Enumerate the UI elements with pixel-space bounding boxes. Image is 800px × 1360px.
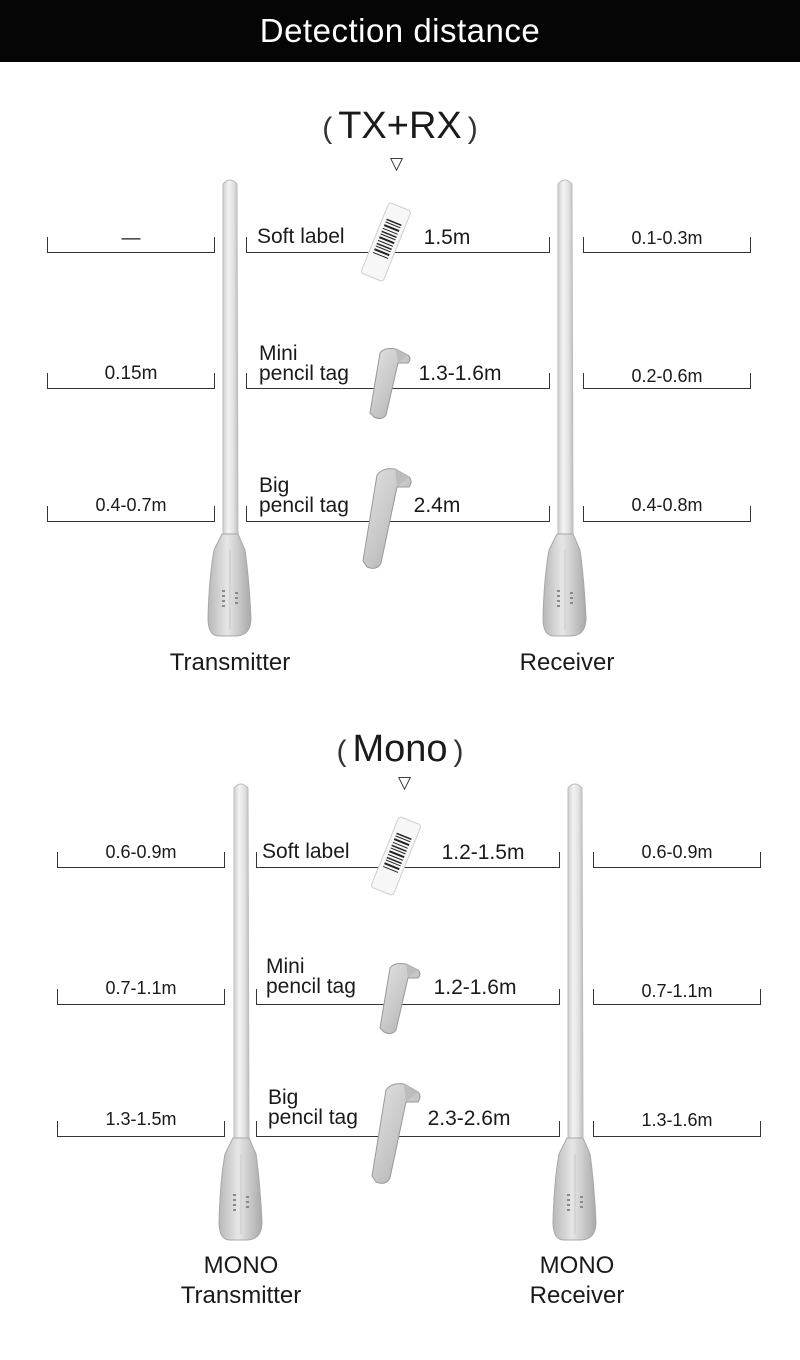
left-range-bracket: [57, 989, 225, 1005]
left-range-bracket: [47, 237, 215, 253]
left-range-value: 0.7-1.1m: [105, 978, 177, 998]
right-range-value: 0.4-0.8m: [631, 495, 703, 515]
section-tx-rx: (TX+RX) ▽ — Soft label 1.5m 0.1-0.3m 0.1…: [47, 105, 751, 676]
transmitter-antenna: [207, 179, 252, 637]
center-range-bracket: [256, 852, 560, 868]
left-range-bracket: [57, 1121, 225, 1137]
section-title: (TX+RX): [322, 105, 478, 147]
header-bar: Detection distance: [0, 0, 800, 62]
center-range-bracket: [246, 237, 550, 253]
right-range-bracket: [593, 989, 761, 1005]
left-range-value: 1.3-1.5m: [105, 1109, 177, 1129]
receiver-antenna: [542, 179, 587, 637]
center-range-value: 1.2-1.6m: [433, 976, 517, 999]
big-pencil-tag-icon: [362, 468, 412, 569]
mini-pencil-tag-icon: [369, 348, 411, 420]
tag-name: Soft label: [257, 225, 345, 248]
center-range-value: 1.2-1.5m: [441, 841, 525, 864]
right-range-bracket: [583, 506, 751, 522]
left-range-value: 0.6-0.9m: [105, 842, 177, 862]
right-range-value: 1.3-1.6m: [641, 1110, 713, 1130]
center-range-value: 1.3-1.6m: [418, 362, 502, 385]
mono-transmitter-antenna: [218, 783, 263, 1241]
transmitter-label: Transmitter: [169, 649, 291, 676]
center-range-bracket: [256, 989, 560, 1005]
center-range-value: 1.5m: [423, 226, 471, 249]
center-range-bracket: [246, 373, 550, 389]
tag-name: Big pencil tag: [259, 474, 349, 517]
left-range-bracket: [57, 852, 225, 868]
mono-receiver-label: MONO Receiver: [529, 1252, 625, 1309]
center-range-bracket: [256, 1121, 560, 1137]
mono-transmitter-label: MONO Transmitter: [180, 1252, 302, 1309]
mono-receiver-antenna: [552, 783, 597, 1241]
left-range-value: 0.4-0.7m: [95, 495, 167, 515]
left-range-bracket: [47, 506, 215, 522]
down-triangle-icon: ▽: [390, 154, 404, 173]
right-range-value: 0.1-0.3m: [631, 228, 703, 248]
right-range-value: 0.7-1.1m: [641, 981, 713, 1001]
soft-label-barcode-icon: [361, 202, 411, 282]
center-range-value: 2.4m: [413, 494, 461, 517]
right-range-value: 0.6-0.9m: [641, 842, 713, 862]
left-range-value: —: [121, 228, 141, 249]
mini-pencil-tag-icon: [379, 963, 421, 1035]
tag-name: Big pencil tag: [268, 1086, 358, 1129]
down-triangle-icon: ▽: [398, 773, 412, 792]
right-range-bracket: [583, 373, 751, 389]
header-title: Detection distance: [259, 12, 541, 49]
left-range-bracket: [47, 373, 215, 389]
tag-name: Mini pencil tag: [259, 342, 349, 385]
center-range-value: 2.3-2.6m: [427, 1107, 511, 1130]
right-range-value: 0.2-0.6m: [631, 366, 703, 386]
tag-name: Mini pencil tag: [266, 955, 356, 998]
section-title: (Mono): [336, 728, 464, 770]
center-range-bracket: [246, 506, 550, 522]
right-range-bracket: [593, 1121, 761, 1137]
big-pencil-tag-icon: [371, 1083, 421, 1184]
tag-name: Soft label: [262, 840, 350, 863]
receiver-label: Receiver: [519, 649, 615, 676]
right-range-bracket: [583, 237, 751, 253]
soft-label-barcode-icon: [371, 816, 421, 896]
right-range-bracket: [593, 852, 761, 868]
left-range-value: 0.15m: [104, 363, 158, 384]
